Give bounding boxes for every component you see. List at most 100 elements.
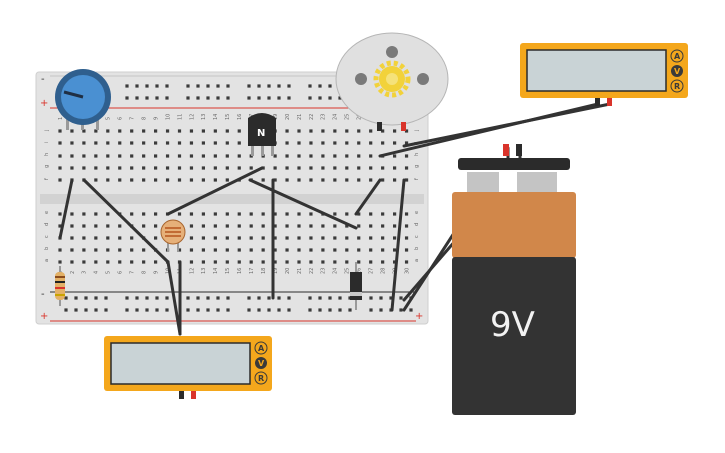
- breadboard-hole[interactable]: [201, 236, 205, 240]
- breadboard-hole[interactable]: [106, 166, 110, 170]
- breadboard-hole[interactable]: [404, 248, 409, 252]
- breadboard-hole[interactable]: [321, 129, 325, 133]
- breadboard-hole[interactable]: [333, 178, 337, 182]
- breadboard-hole[interactable]: [82, 248, 86, 252]
- breadboard-hole[interactable]: [94, 166, 98, 170]
- breadboard-hole[interactable]: [142, 224, 146, 228]
- breadboard-hole[interactable]: [201, 212, 205, 216]
- mode-button-r[interactable]: R: [254, 371, 268, 385]
- breadboard-hole[interactable]: [357, 166, 361, 170]
- breadboard-hole[interactable]: [177, 178, 182, 182]
- breadboard-hole[interactable]: [321, 260, 325, 264]
- breadboard-hole[interactable]: [381, 212, 385, 216]
- breadboard-hole[interactable]: [189, 166, 194, 170]
- breadboard-hole[interactable]: [70, 248, 74, 252]
- breadboard-hole[interactable]: [177, 166, 182, 170]
- breadboard-hole[interactable]: [393, 178, 397, 182]
- wires[interactable]: [58, 102, 612, 336]
- breadboard-hole[interactable]: [118, 248, 122, 252]
- breadboard-hole[interactable]: [381, 178, 385, 182]
- breadboard-hole[interactable]: [381, 260, 385, 264]
- breadboard-hole[interactable]: [130, 212, 134, 216]
- breadboard-hole[interactable]: [404, 178, 409, 182]
- breadboard-hole[interactable]: [94, 260, 98, 264]
- breadboard-hole[interactable]: [225, 224, 229, 228]
- breadboard-hole[interactable]: [328, 308, 332, 312]
- breadboard-hole[interactable]: [58, 224, 62, 228]
- breadboard-hole[interactable]: [345, 212, 349, 216]
- breadboard-hole[interactable]: [261, 212, 265, 216]
- breadboard-hole[interactable]: [357, 260, 361, 264]
- breadboard-hole[interactable]: [118, 260, 122, 264]
- breadboard-hole[interactable]: [249, 224, 253, 228]
- breadboard-hole[interactable]: [379, 296, 383, 300]
- breadboard-hole[interactable]: [142, 248, 146, 252]
- breadboard-hole[interactable]: [118, 141, 122, 145]
- breadboard-hole[interactable]: [237, 260, 241, 264]
- breadboard-hole[interactable]: [201, 154, 205, 158]
- breadboard-hole[interactable]: [321, 224, 325, 228]
- breadboard-hole[interactable]: [318, 84, 322, 88]
- breadboard-hole[interactable]: [213, 224, 217, 228]
- breadboard-hole[interactable]: [225, 248, 229, 252]
- breadboard-hole[interactable]: [369, 296, 373, 300]
- breadboard-hole[interactable]: [369, 178, 373, 182]
- breadboard-hole[interactable]: [277, 296, 281, 300]
- breadboard-hole[interactable]: [357, 212, 361, 216]
- breadboard-hole[interactable]: [345, 166, 349, 170]
- breadboard-hole[interactable]: [58, 141, 62, 145]
- breadboard-hole[interactable]: [404, 166, 409, 170]
- breadboard-hole[interactable]: [409, 308, 413, 312]
- breadboard-hole[interactable]: [226, 308, 230, 312]
- breadboard-hole[interactable]: [357, 141, 361, 145]
- breadboard-hole[interactable]: [261, 224, 265, 228]
- breadboard-hole[interactable]: [177, 141, 182, 145]
- breadboard-hole[interactable]: [189, 129, 194, 133]
- multimeter-top[interactable]: A V R: [520, 43, 688, 106]
- mode-button-v[interactable]: V: [255, 357, 267, 369]
- breadboard-hole[interactable]: [369, 212, 373, 216]
- breadboard-hole[interactable]: [318, 308, 322, 312]
- breadboard-hole[interactable]: [338, 308, 342, 312]
- breadboard-hole[interactable]: [213, 236, 217, 240]
- breadboard-hole[interactable]: [225, 141, 229, 145]
- breadboard-hole[interactable]: [216, 96, 220, 100]
- breadboard-hole[interactable]: [393, 212, 397, 216]
- breadboard-hole[interactable]: [130, 154, 134, 158]
- mode-button-v[interactable]: V: [671, 65, 683, 77]
- breadboard-hole[interactable]: [328, 84, 332, 88]
- breadboard-hole[interactable]: [58, 248, 62, 252]
- breadboard-hole[interactable]: [216, 84, 220, 88]
- breadboard-hole[interactable]: [261, 260, 265, 264]
- breadboard-hole[interactable]: [273, 212, 277, 216]
- breadboard-hole[interactable]: [369, 236, 373, 240]
- breadboard-hole[interactable]: [333, 141, 337, 145]
- breadboard-hole[interactable]: [70, 154, 74, 158]
- breadboard-hole[interactable]: [165, 129, 170, 133]
- breadboard-hole[interactable]: [333, 260, 337, 264]
- breadboard-hole[interactable]: [225, 178, 229, 182]
- breadboard-hole[interactable]: [297, 260, 301, 264]
- breadboard-hole[interactable]: [58, 129, 62, 133]
- breadboard-hole[interactable]: [381, 166, 385, 170]
- breadboard-hole[interactable]: [196, 96, 200, 100]
- multimeter-bottom[interactable]: A V R: [104, 336, 272, 399]
- breadboard-hole[interactable]: [369, 248, 373, 252]
- breadboard-hole[interactable]: [261, 248, 265, 252]
- breadboard-hole[interactable]: [333, 166, 337, 170]
- breadboard-hole[interactable]: [321, 248, 325, 252]
- breadboard-hole[interactable]: [237, 248, 241, 252]
- breadboard-hole[interactable]: [155, 308, 159, 312]
- breadboard-hole[interactable]: [381, 224, 385, 228]
- breadboard-hole[interactable]: [333, 154, 337, 158]
- breadboard-hole[interactable]: [58, 178, 62, 182]
- breadboard-hole[interactable]: [186, 296, 190, 300]
- breadboard-hole[interactable]: [106, 154, 110, 158]
- breadboard-hole[interactable]: [333, 129, 337, 133]
- breadboard-hole[interactable]: [381, 236, 385, 240]
- breadboard-hole[interactable]: [94, 178, 98, 182]
- breadboard-hole[interactable]: [82, 212, 86, 216]
- breadboard-hole[interactable]: [273, 248, 277, 252]
- breadboard-hole[interactable]: [142, 260, 146, 264]
- breadboard-hole[interactable]: [309, 248, 313, 252]
